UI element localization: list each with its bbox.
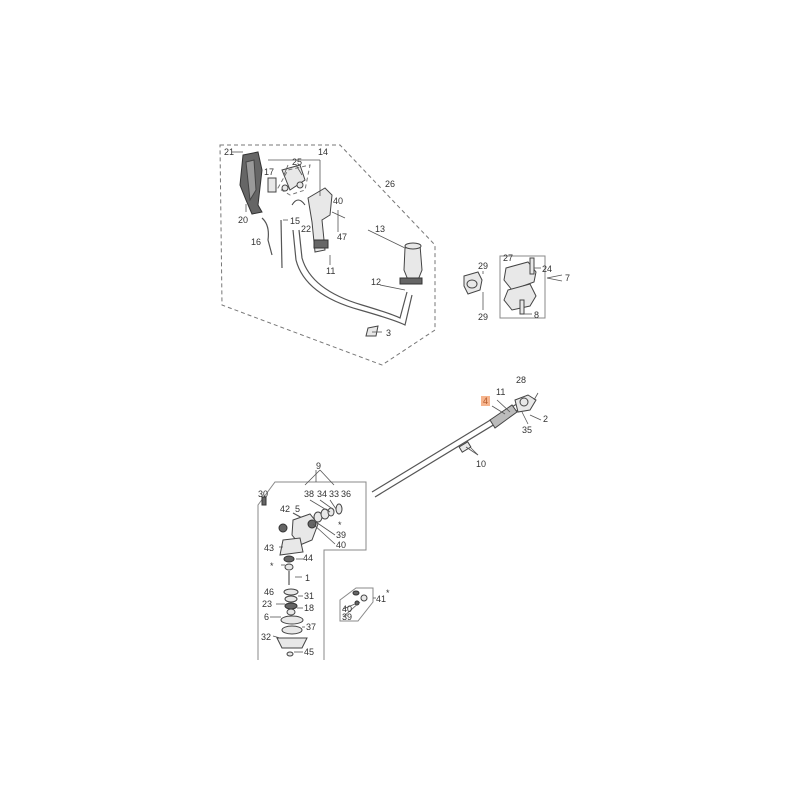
gearbox-assembly-frame (257, 481, 367, 660)
label-part-18: 18 (304, 603, 315, 613)
throttle-parts (267, 164, 311, 206)
label-part-35: 35 (522, 425, 533, 435)
label-part-44: 44 (303, 553, 314, 563)
label-part-26: 26 (385, 179, 396, 189)
handle-grip-part (239, 151, 263, 215)
clamp-29-part (463, 271, 483, 295)
label-part-29-top: 29 (478, 261, 489, 271)
label-part-46: 46 (264, 587, 275, 597)
label-part-40-gearbox: 40 (336, 540, 347, 550)
small-kit-parts (352, 590, 368, 606)
label-part-9: 9 (316, 461, 322, 471)
label-part-17: 17 (264, 167, 275, 177)
label-part-7: 7 (565, 273, 571, 283)
handle-housing-part (307, 187, 333, 253)
label-part-5: 5 (295, 504, 301, 514)
handle-assembly-frame (219, 144, 436, 366)
label-part-37: 37 (306, 622, 317, 632)
clamp-assembly-frame (499, 255, 546, 319)
label-part-39-gearbox: 39 (336, 530, 347, 540)
label-part-6: 6 (264, 612, 270, 622)
label-part-24: 24 (542, 264, 553, 274)
label-part-39-kit: 39 (342, 612, 353, 622)
label-part-27: 27 (503, 253, 514, 263)
small-kit-frame (339, 587, 374, 622)
label-part-40-kit: 40 (342, 604, 353, 614)
label-part-32: 32 (261, 632, 272, 642)
label-part-1: 1 (305, 573, 311, 583)
label-part-11-shaft: 11 (496, 387, 506, 397)
label-part-33: 33 (329, 489, 340, 499)
label-part-8: 8 (534, 310, 540, 320)
label-part-40: 40 (333, 196, 344, 206)
label-part-30: 30 (258, 489, 269, 499)
label-part-43: 43 (264, 543, 275, 553)
label-part-41: 41 (376, 594, 387, 604)
label-part-13: 13 (375, 224, 386, 234)
label-part-11-handle: 11 (326, 266, 336, 276)
gearbox-parts (261, 496, 343, 657)
label-part-22: 22 (301, 224, 312, 234)
label-part-3: 3 (386, 328, 392, 338)
label-part-36: 36 (341, 489, 352, 499)
label-part-16: 16 (251, 237, 262, 247)
label-star-1: * (338, 520, 342, 530)
label-part-38: 38 (304, 489, 315, 499)
label-star-3: * (386, 588, 390, 598)
label-part-34: 34 (317, 489, 328, 499)
label-part-12: 12 (371, 277, 382, 287)
label-star-2: * (270, 561, 274, 571)
label-part-28: 28 (516, 375, 527, 385)
label-part-14: 14 (318, 147, 329, 157)
label-part-10: 10 (476, 459, 487, 469)
label-part-2: 2 (543, 414, 549, 424)
label-part-29-bottom: 29 (478, 312, 489, 322)
label-part-25: 25 (292, 157, 303, 167)
label-part-23: 23 (262, 599, 273, 609)
label-part-21: 21 (224, 147, 235, 157)
grip-13-part (399, 242, 423, 285)
label-part-47: 47 (337, 232, 348, 242)
label-part-4-highlighted: 4 (481, 396, 491, 406)
drive-shaft-part (371, 394, 537, 498)
label-part-31: 31 (304, 591, 315, 601)
label-part-15: 15 (290, 216, 301, 226)
label-part-42: 42 (280, 504, 291, 514)
clamp-main-part (503, 257, 537, 315)
label-part-45: 45 (304, 647, 315, 657)
label-part-20: 20 (238, 215, 249, 225)
